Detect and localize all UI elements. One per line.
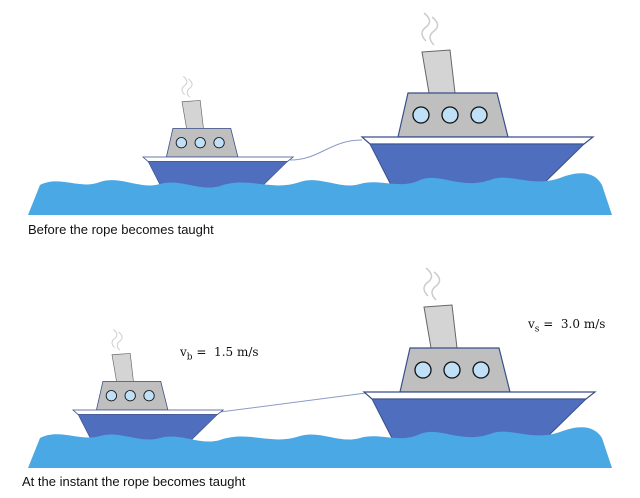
rope [289,139,363,161]
water [28,427,612,468]
value: = 1.5 m/s [196,345,259,359]
large-ship [363,267,596,443]
value: = 3.0 m/s [543,317,606,331]
small-boat [142,75,294,190]
caption-instant: At the instant the rope becomes taught [22,474,246,489]
large-ship [361,12,594,188]
symbol: v [180,345,187,359]
caption-before: Before the rope becomes taught [28,222,214,237]
subscript: s [534,324,540,335]
rope [219,392,367,413]
symbol: v [528,317,535,331]
water [28,173,612,215]
ship-velocity-label: vs = 3.0 m/s [528,317,605,334]
boat-velocity-label: vb = 1.5 m/s [180,345,259,362]
subscript: b [186,352,193,363]
